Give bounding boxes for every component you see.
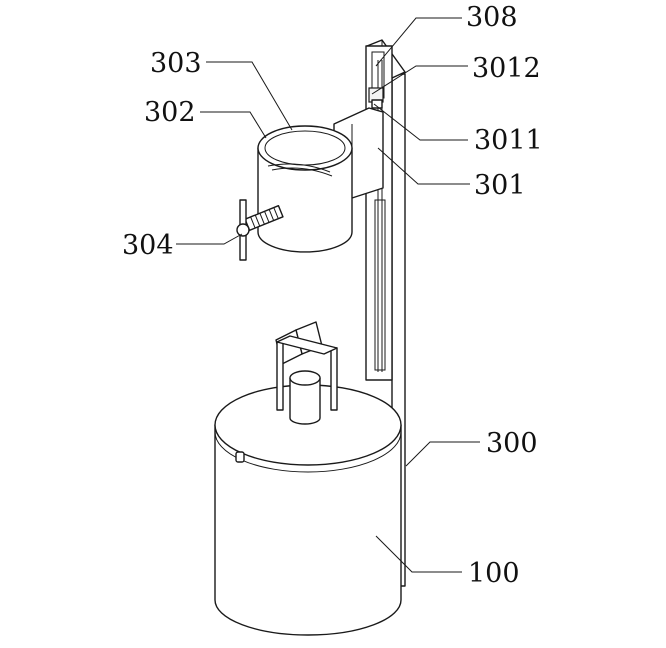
lower-container	[214, 384, 402, 636]
label-301: 301	[474, 170, 526, 201]
lifting-handle	[275, 321, 338, 425]
label-300: 300	[486, 428, 538, 459]
label-302: 302	[144, 97, 196, 128]
label-3011: 3011	[474, 125, 543, 156]
leader-lines	[176, 17, 480, 573]
upper-cylinder	[257, 125, 353, 253]
threaded-knob	[236, 199, 284, 261]
label-303: 303	[150, 48, 202, 79]
label-100: 100	[468, 558, 520, 589]
label-304: 304	[122, 230, 174, 261]
label-308: 308	[466, 2, 518, 33]
slider-block	[368, 87, 384, 109]
reference-numerals: 308 3012 3011 301 303 302 304 300 100	[122, 2, 543, 589]
inner-cover	[267, 163, 333, 177]
label-3012: 3012	[472, 53, 541, 84]
